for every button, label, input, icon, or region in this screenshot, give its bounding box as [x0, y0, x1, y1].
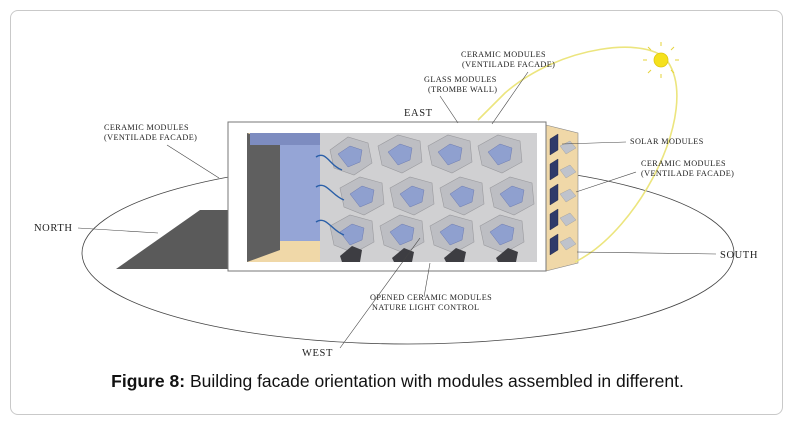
label-ceramic-east-line2: (VENTILADE FACADE): [462, 60, 555, 69]
direction-west: WEST: [302, 348, 333, 359]
direction-north: NORTH: [34, 223, 73, 234]
label-glass-line2: (TROMBE WALL): [428, 85, 497, 94]
direction-east: EAST: [404, 108, 433, 119]
solar-modules-group: [549, 133, 559, 256]
caption-text: Building facade orientation with modules…: [185, 371, 684, 391]
direction-south: SOUTH: [720, 250, 758, 261]
figure-caption: Figure 8: Building facade orientation wi…: [0, 371, 795, 392]
label-opened-line2: NATURE LIGHT CONTROL: [372, 303, 479, 312]
label-ceramic-south-line2: (VENTILADE FACADE): [641, 169, 734, 178]
facade-diagram: EAST NORTH SOUTH WEST CERAMIC MODULES (V…: [34, 42, 758, 359]
caption-label: Figure 8:: [111, 371, 186, 391]
label-solar: SOLAR MODULES: [630, 137, 704, 146]
label-ceramic-north-line2: (VENTILADE FACADE): [104, 133, 197, 142]
label-ceramic-south-line1: CERAMIC MODULES: [641, 159, 726, 168]
side-ceramic-grid: [559, 140, 577, 251]
label-glass-line1: GLASS MODULES: [424, 75, 497, 84]
label-ceramic-east-line1: CERAMIC MODULES: [461, 50, 546, 59]
label-opened-line1: OPENED CERAMIC MODULES: [370, 293, 492, 302]
airflow-arrows: [315, 154, 345, 236]
ceramic-module-lattice: [320, 133, 537, 262]
leader-lines: [77, 71, 717, 349]
sun-icon: [643, 42, 679, 78]
label-ceramic-north-line1: CERAMIC MODULES: [104, 123, 189, 132]
interior-dark-wall: [247, 133, 280, 262]
building-shadow: [116, 210, 232, 269]
